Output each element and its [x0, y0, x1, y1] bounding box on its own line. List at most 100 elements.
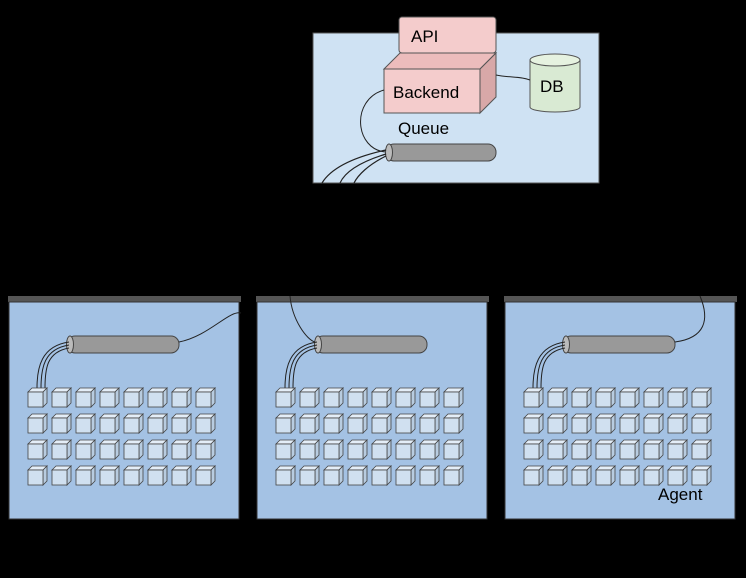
agent-cube — [595, 413, 616, 434]
agent-cube — [691, 387, 712, 408]
agent-cube — [275, 465, 296, 486]
agent-cube — [75, 465, 96, 486]
cluster-panel-2 — [256, 295, 489, 520]
backend-queue-connector — [360, 89, 387, 153]
agent-cube — [299, 465, 320, 486]
agent-cube — [99, 413, 120, 434]
agent-cube — [547, 439, 568, 460]
agent-cube — [171, 387, 192, 408]
agent-cube — [347, 439, 368, 460]
agent-cube — [371, 387, 392, 408]
agent-cube — [75, 387, 96, 408]
agent-cube — [691, 439, 712, 460]
queue-to-cluster-connector-2 — [339, 153, 387, 184]
agent-cube — [667, 413, 688, 434]
agent-cube — [171, 465, 192, 486]
agent-cube — [571, 413, 592, 434]
agent-cube — [147, 439, 168, 460]
agent-cube — [443, 465, 464, 486]
agent-cube — [27, 439, 48, 460]
agent-cube — [643, 465, 664, 486]
agent-cube — [443, 439, 464, 460]
cluster-queue — [562, 335, 676, 354]
agent-cube — [395, 413, 416, 434]
agent-wire — [292, 347, 318, 389]
cluster-queue-connector — [289, 295, 316, 343]
agent-cube — [643, 439, 664, 460]
cluster-panel-1 — [8, 296, 242, 520]
agent-cube — [299, 413, 320, 434]
agent-cube — [547, 465, 568, 486]
backend-box: Backend — [382, 51, 498, 115]
agent-wire — [536, 344, 566, 389]
agent-cube — [123, 439, 144, 460]
agent-cube — [371, 439, 392, 460]
backend-label: Backend — [393, 83, 459, 102]
agent-cube — [619, 439, 640, 460]
agent-cube — [547, 413, 568, 434]
agent-cube — [275, 387, 296, 408]
queue-to-cluster-connector-3 — [353, 155, 387, 184]
agent-cube — [99, 465, 120, 486]
cluster-queue-end — [562, 335, 570, 354]
agent-cube — [27, 413, 48, 434]
cluster-queue-end — [66, 335, 74, 354]
agent-cube — [323, 387, 344, 408]
agent-cube — [571, 465, 592, 486]
agent-cube — [443, 413, 464, 434]
api-label: API — [411, 27, 438, 46]
agent-cube — [347, 465, 368, 486]
agent-cube — [395, 439, 416, 460]
agent-cube — [27, 387, 48, 408]
agent-cube — [51, 465, 72, 486]
agent-cube — [523, 465, 544, 486]
agent-cube — [75, 413, 96, 434]
agent-cube — [347, 387, 368, 408]
backend-db-connector — [495, 74, 531, 81]
agent-cube — [443, 387, 464, 408]
agent-cube — [347, 413, 368, 434]
agent-cube — [51, 413, 72, 434]
agent-cube — [99, 387, 120, 408]
agent-cube — [147, 413, 168, 434]
agent-cube — [619, 465, 640, 486]
cluster-queue — [314, 335, 428, 354]
agent-cube — [419, 439, 440, 460]
agent-cube — [595, 439, 616, 460]
agent-wire — [288, 344, 318, 389]
agent-cube — [147, 387, 168, 408]
agent-cube — [395, 465, 416, 486]
agent-cube — [171, 413, 192, 434]
agent-cube — [691, 413, 712, 434]
agent-wire — [284, 341, 318, 389]
agent-cube — [299, 439, 320, 460]
agent-cube — [419, 413, 440, 434]
agent-cube — [75, 439, 96, 460]
central-queue — [385, 143, 497, 162]
agent-cube — [147, 465, 168, 486]
agent-cube — [523, 387, 544, 408]
agent-cube — [371, 413, 392, 434]
queue-to-cluster-connector-1 — [321, 149, 387, 184]
agent-cube — [123, 465, 144, 486]
agent-cube — [123, 387, 144, 408]
agent-cube — [667, 439, 688, 460]
agent-cube — [523, 439, 544, 460]
agent-wire — [532, 341, 566, 389]
agent-cube — [51, 439, 72, 460]
agent-wire — [36, 341, 70, 389]
agent-cube — [691, 465, 712, 486]
agent-cube — [667, 465, 688, 486]
agent-cube — [195, 387, 216, 408]
agent-cube — [275, 413, 296, 434]
queue-label: Queue — [398, 119, 449, 138]
agent-cube — [547, 387, 568, 408]
agent-cube — [171, 439, 192, 460]
cluster-background — [8, 301, 240, 520]
cluster-header-bar — [504, 296, 737, 302]
cluster-queue-end — [314, 335, 322, 354]
agent-cube — [571, 387, 592, 408]
agent-wire — [540, 347, 566, 389]
cluster-header-bar — [8, 296, 241, 302]
agent-cube — [299, 387, 320, 408]
